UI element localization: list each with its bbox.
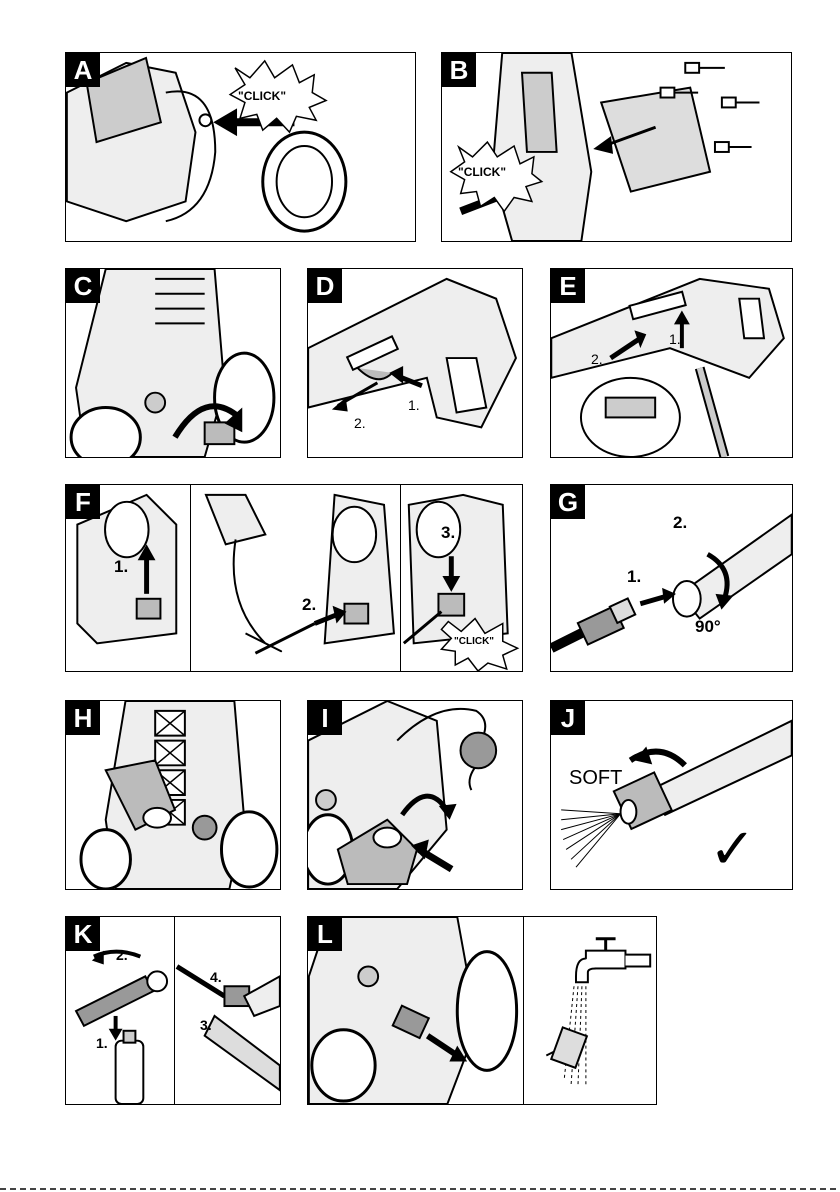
- panel-a-click-label: "CLICK": [238, 89, 286, 103]
- panel-j-mode-label: SOFT: [569, 767, 622, 790]
- panel-j-letter: J: [551, 701, 585, 735]
- panel-g-step-2: 2.: [673, 513, 687, 533]
- panel-g-letter: G: [551, 485, 585, 519]
- panel-k: K 1. 2. 3. 4.: [65, 916, 281, 1105]
- panel-e-step-2: 2.: [591, 351, 603, 367]
- panel-k-step-3: 3.: [200, 1017, 212, 1033]
- panel-g-angle: 90°: [695, 617, 721, 637]
- panel-e-letter: E: [551, 269, 585, 303]
- panel-f-step-3: 3.: [441, 523, 455, 543]
- panel-f-letter: F: [66, 485, 100, 519]
- panel-c-letter: C: [66, 269, 100, 303]
- panel-f-step-1: 1.: [114, 557, 128, 577]
- panel-g-illustration: [551, 485, 792, 671]
- panel-e-illustration: [551, 269, 792, 457]
- panel-b-illustration: [442, 53, 791, 241]
- panel-b-letter: B: [442, 53, 476, 87]
- panel-k-letter: K: [66, 917, 100, 951]
- panel-e: E 1. 2.: [550, 268, 793, 458]
- page-bottom-rule: [0, 1188, 840, 1190]
- panel-l-illustration: [308, 917, 656, 1104]
- panel-d-letter: D: [308, 269, 342, 303]
- panel-j-check-icon: ✓: [709, 821, 756, 877]
- panel-h: H: [65, 700, 281, 890]
- panel-g-step-1: 1.: [627, 567, 641, 587]
- panel-a-illustration: [66, 53, 415, 241]
- panel-d: D 1. 2.: [307, 268, 523, 458]
- panel-l: L: [307, 916, 657, 1105]
- panel-a: A "CLICK": [65, 52, 416, 242]
- panel-b-click-label: "CLICK": [458, 165, 506, 179]
- panel-e-step-1: 1.: [669, 331, 681, 347]
- panel-k-step-4: 4.: [210, 969, 222, 985]
- panel-h-letter: H: [66, 701, 100, 735]
- panel-l-letter: L: [308, 917, 342, 951]
- panel-k-step-2: 2.: [116, 947, 128, 963]
- panel-f-click-label: "CLICK": [454, 636, 494, 647]
- panel-j: J SOFT ✓: [550, 700, 793, 890]
- panel-d-step-1: 1.: [408, 397, 420, 413]
- panel-k-step-1: 1.: [96, 1035, 108, 1051]
- panel-b: B "CLICK": [441, 52, 792, 242]
- panel-d-step-2: 2.: [354, 415, 366, 431]
- panel-f-step-2: 2.: [302, 595, 316, 615]
- panel-g: G 1. 2. 90°: [550, 484, 793, 672]
- panel-c: C: [65, 268, 281, 458]
- panel-i-letter: I: [308, 701, 342, 735]
- panel-i: I: [307, 700, 523, 890]
- panel-a-letter: A: [66, 53, 100, 87]
- panel-f: F 1. 2. 3. "CLICK": [65, 484, 523, 672]
